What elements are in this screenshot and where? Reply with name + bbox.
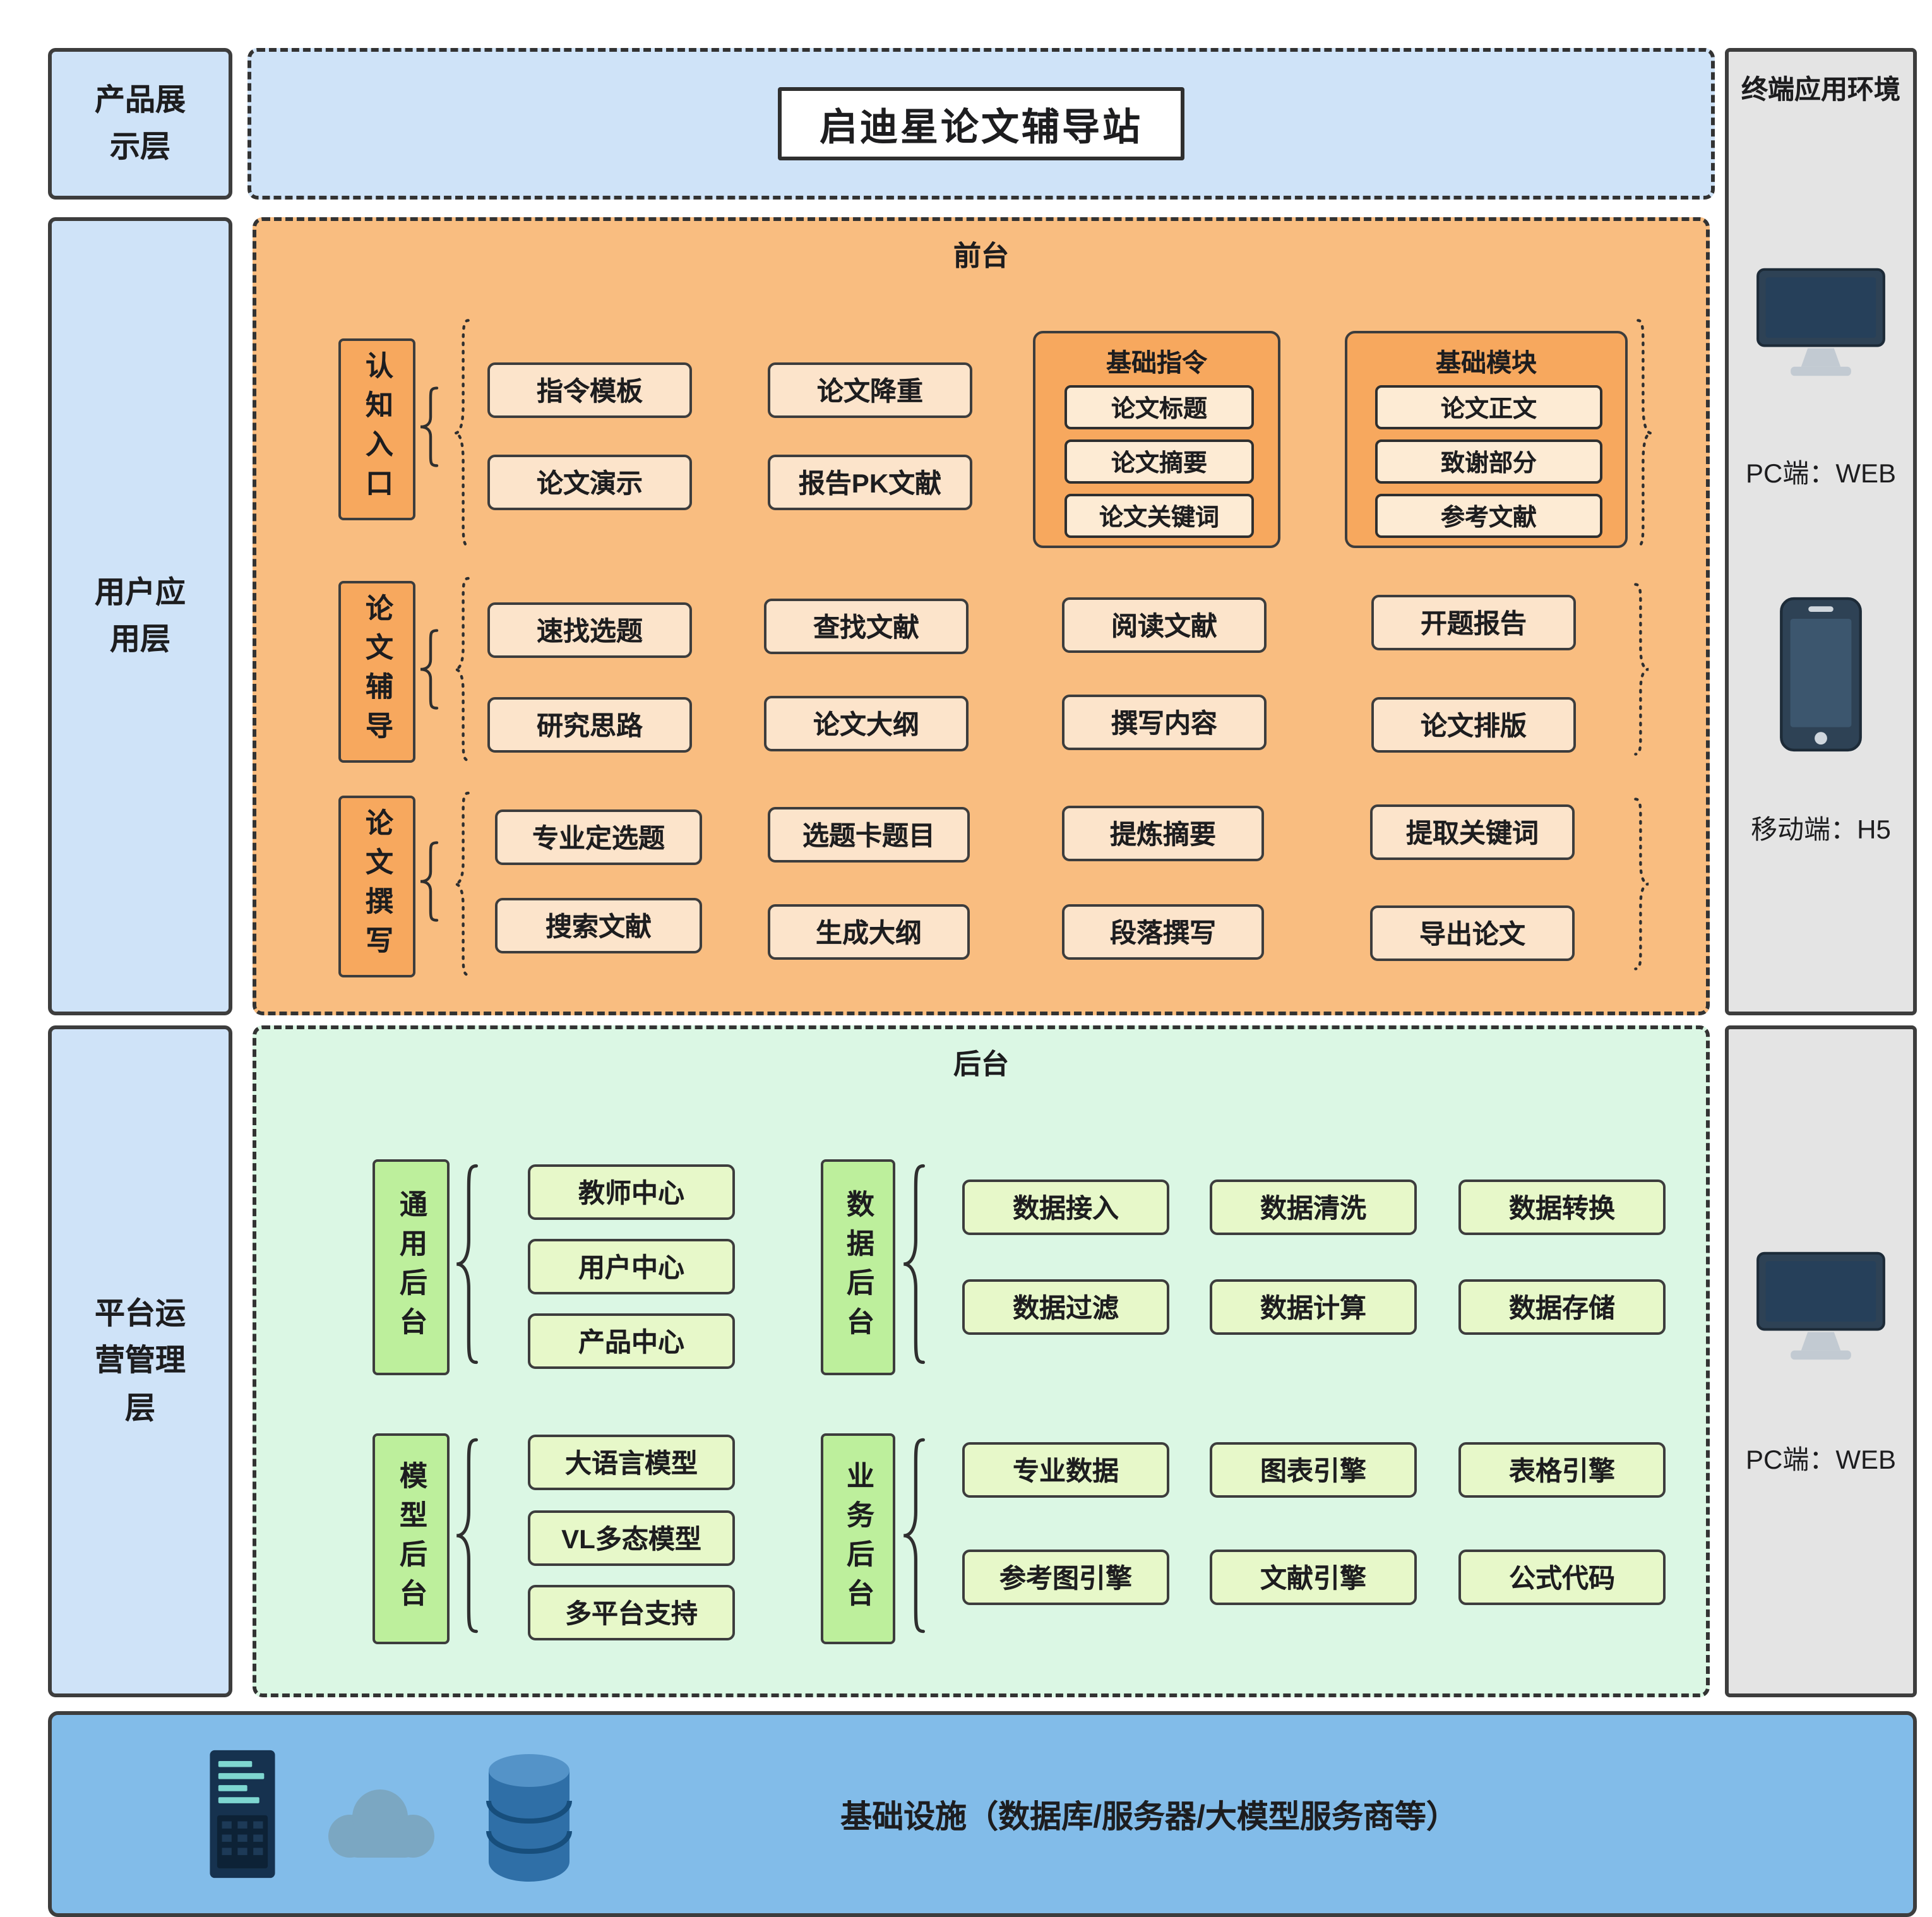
frontend-zone-label: 前台 xyxy=(953,240,1009,272)
side-label-paper-tutoring: 论文辅导 xyxy=(338,581,415,763)
layer-user-application-label: 用户应用层 xyxy=(95,575,186,657)
brace-paper-writing xyxy=(417,841,442,922)
infrastructure-bar: 基础设施（数据库/服务器/大模型服务商等） xyxy=(48,1711,1917,1917)
node-box: 表格引擎 xyxy=(1458,1442,1666,1498)
node-box: 参考文献 xyxy=(1375,494,1602,538)
dotted-close-brace-row1 xyxy=(1634,316,1654,551)
group-basic-instructions: 基础指令 论文标题 论文摘要 论文关键词 xyxy=(1033,331,1280,548)
node-box: 数据存储 xyxy=(1458,1279,1666,1335)
terminal-env-panel: 终端应用环境 PC端：WEB 移动端：H5 xyxy=(1725,48,1917,1015)
layer-platform-operation-label: 平台运营管理层 xyxy=(95,1297,186,1426)
node-box: 文献引擎 xyxy=(1210,1550,1417,1605)
node-box: 生成大纲 xyxy=(768,904,970,960)
side-label-cognitive-entry: 认知入口 xyxy=(338,338,415,520)
dotted-open-brace-row2 xyxy=(452,575,472,764)
node-box: 论文排版 xyxy=(1371,697,1576,753)
infrastructure-label: 基础设施（数据库/服务器/大模型服务商等） xyxy=(840,1799,1458,1834)
brace-paper-tutoring xyxy=(417,629,442,710)
pc-web-label: PC端：WEB xyxy=(1745,460,1896,489)
node-box: 教师中心 xyxy=(528,1164,735,1220)
node-box: 数据接入 xyxy=(962,1179,1169,1235)
node-box: 数据计算 xyxy=(1210,1279,1417,1335)
layer-user-application: 用户应用层 xyxy=(48,217,232,1015)
side-label-business-backend: 业务后台 xyxy=(821,1433,895,1644)
node-box: 用户中心 xyxy=(528,1239,735,1294)
node-box: 指令模板 xyxy=(487,362,692,418)
page-title: 启迪星论文辅导站 xyxy=(778,87,1184,160)
node-box: 报告PK文献 xyxy=(768,455,972,510)
node-box: 专业定选题 xyxy=(495,809,702,865)
node-box: 数据过滤 xyxy=(962,1279,1169,1335)
brace-cognitive-entry xyxy=(417,386,442,467)
node-box: 速找选题 xyxy=(487,602,692,658)
node-box: 选题卡题目 xyxy=(768,807,970,863)
node-box: 导出论文 xyxy=(1370,905,1575,961)
node-box: 产品中心 xyxy=(528,1313,735,1369)
monitor-icon xyxy=(1755,1250,1887,1361)
brace-general-backend xyxy=(452,1162,482,1366)
layer-platform-operation: 平台运营管理层 xyxy=(48,1025,232,1697)
group-basic-modules: 基础模块 论文正文 致谢部分 参考文献 xyxy=(1345,331,1628,548)
monitor-icon xyxy=(1755,266,1887,378)
side-label-data-backend: 数据后台 xyxy=(821,1159,895,1375)
side-label-paper-writing: 论文撰写 xyxy=(338,796,415,977)
node-box: 开题报告 xyxy=(1371,595,1576,650)
terminal-env-title: 终端应用环境 xyxy=(1741,76,1900,105)
node-box: 阅读文献 xyxy=(1062,597,1267,653)
node-box: 论文关键词 xyxy=(1064,494,1254,538)
dotted-close-brace-row2 xyxy=(1631,581,1652,758)
brace-data-backend xyxy=(899,1162,929,1366)
pc-web-label: PC端：WEB xyxy=(1745,1446,1896,1475)
node-box: 参考图引擎 xyxy=(962,1550,1169,1605)
group-basic-instructions-title: 基础指令 xyxy=(1106,350,1207,378)
side-label-general-backend: 通用后台 xyxy=(373,1159,450,1375)
node-box: 论文标题 xyxy=(1064,385,1254,429)
node-box: 提取关键词 xyxy=(1370,804,1575,860)
smartphone-icon xyxy=(1779,595,1863,754)
dotted-open-brace-row1 xyxy=(452,316,472,551)
node-box: 公式代码 xyxy=(1458,1550,1666,1605)
mobile-h5-label: 移动端：H5 xyxy=(1751,816,1891,845)
title-banner: 启迪星论文辅导站 xyxy=(247,48,1715,200)
node-box: 搜索文献 xyxy=(495,898,702,953)
brace-business-backend xyxy=(899,1436,929,1635)
node-box: 研究思路 xyxy=(487,697,692,753)
node-box: 论文大纲 xyxy=(764,696,969,751)
node-box: 论文正文 xyxy=(1375,385,1602,429)
backend-zone-label: 后台 xyxy=(953,1048,1009,1080)
pc-panel: PC端：WEB xyxy=(1725,1025,1917,1697)
node-box: 图表引擎 xyxy=(1210,1442,1417,1498)
dotted-open-brace-row3 xyxy=(452,789,472,979)
node-box: 数据清洗 xyxy=(1210,1179,1417,1235)
dotted-close-brace-row3 xyxy=(1631,796,1652,972)
node-box: 多平台支持 xyxy=(528,1585,735,1640)
node-box: 论文降重 xyxy=(768,362,972,418)
server-icon xyxy=(206,1748,279,1880)
node-box: 撰写内容 xyxy=(1062,695,1267,750)
layer-product-display-label: 产品展示层 xyxy=(95,83,186,164)
node-box: 论文摘要 xyxy=(1064,439,1254,484)
layer-product-display: 产品展示层 xyxy=(48,48,232,200)
node-box: 专业数据 xyxy=(962,1442,1169,1498)
node-box: 段落撰写 xyxy=(1062,904,1264,960)
database-icon xyxy=(479,1750,580,1882)
node-box: VL多态模型 xyxy=(528,1510,735,1566)
node-box: 查找文献 xyxy=(764,599,969,654)
brace-model-backend xyxy=(452,1436,482,1635)
cloud-icon xyxy=(317,1783,443,1864)
node-box: 论文演示 xyxy=(487,455,692,510)
group-basic-modules-title: 基础模块 xyxy=(1436,350,1537,378)
node-box: 致谢部分 xyxy=(1375,439,1602,484)
side-label-model-backend: 模型后台 xyxy=(373,1433,450,1644)
node-box: 数据转换 xyxy=(1458,1179,1666,1235)
node-box: 提炼摘要 xyxy=(1062,806,1264,861)
node-box: 大语言模型 xyxy=(528,1435,735,1490)
